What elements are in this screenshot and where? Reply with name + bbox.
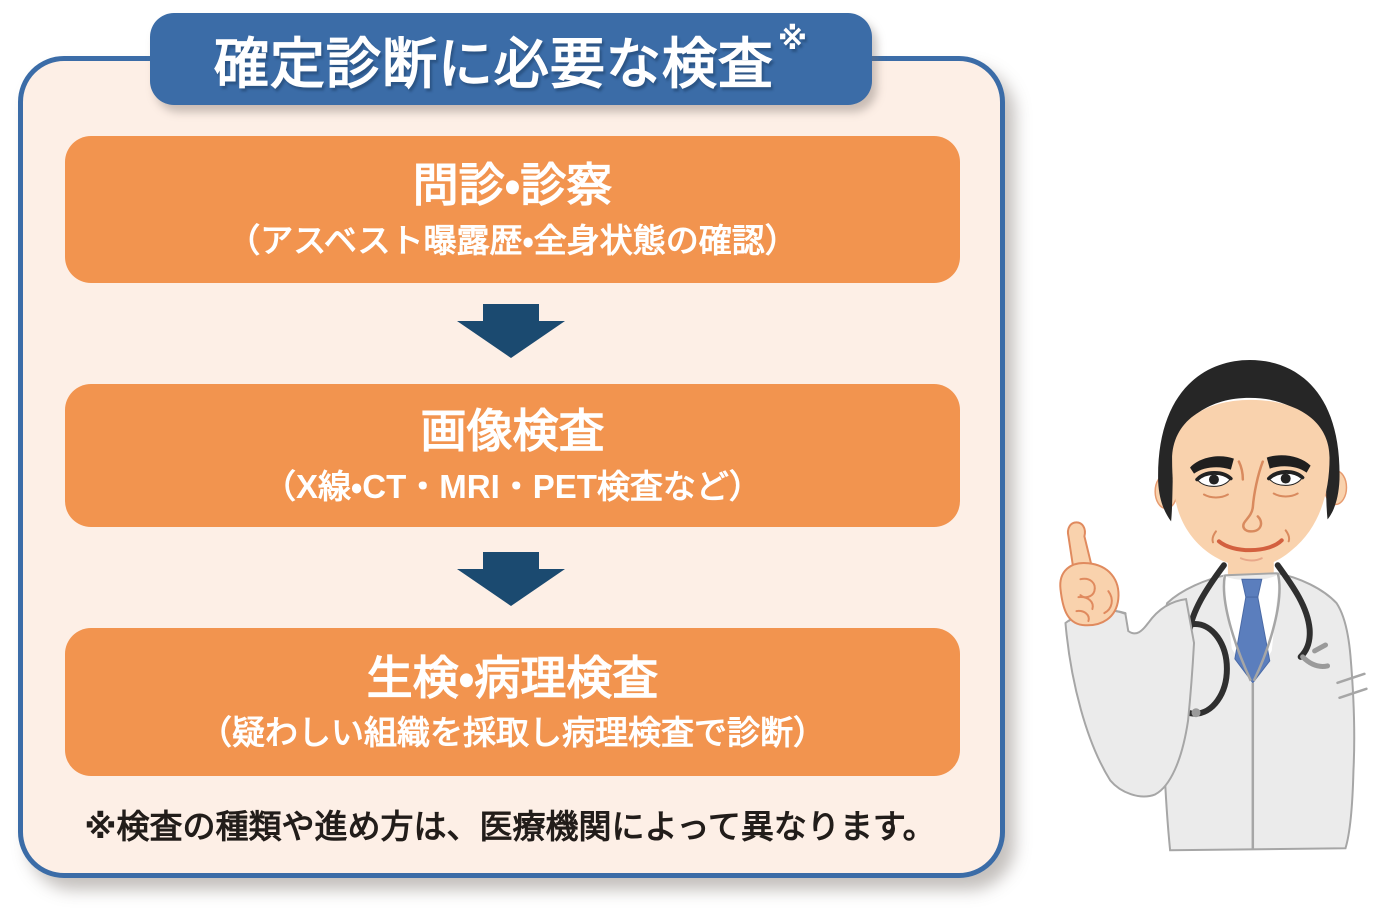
footnote-text: ※検査の種類や進め方は、医療機関によって異なります。	[84, 808, 936, 845]
step-subtitle: （アスベスト曝露歴・全身状態の確認）	[227, 221, 798, 259]
doctor-pointing-hand	[1059, 521, 1120, 627]
down-arrow-icon	[457, 304, 565, 358]
step-subtitle: （疑わしい組織を採取し病理検査で診断）	[199, 714, 826, 752]
flow-step-biopsy: 生検・病理検査 （疑わしい組織を採取し病理検査で診断）	[65, 628, 960, 776]
title-banner: 確定診断に必要な検査※	[150, 13, 872, 105]
flow-step-imaging: 画像検査 （X線・CT・MRI・PET検査など）	[65, 384, 960, 527]
step-heading: 画像検査	[420, 405, 605, 458]
doctor-hair	[1158, 359, 1340, 522]
panel-title: 確定診断に必要な検査	[213, 33, 774, 95]
doctor-illustration	[1059, 359, 1368, 852]
down-arrow-icon	[457, 552, 565, 606]
step-heading: 生検・病理検査	[366, 651, 659, 704]
doctor-arm-sleeve	[1064, 598, 1196, 798]
title-note-mark: ※	[777, 22, 809, 56]
step-subtitle: （X線・CT・MRI・PET検査など）	[263, 467, 762, 505]
doctor-face	[1172, 399, 1330, 568]
step-heading: 問診・診察	[412, 159, 613, 212]
flow-step-interview: 問診・診察 （アスベスト曝露歴・全身状態の確認）	[65, 136, 960, 283]
